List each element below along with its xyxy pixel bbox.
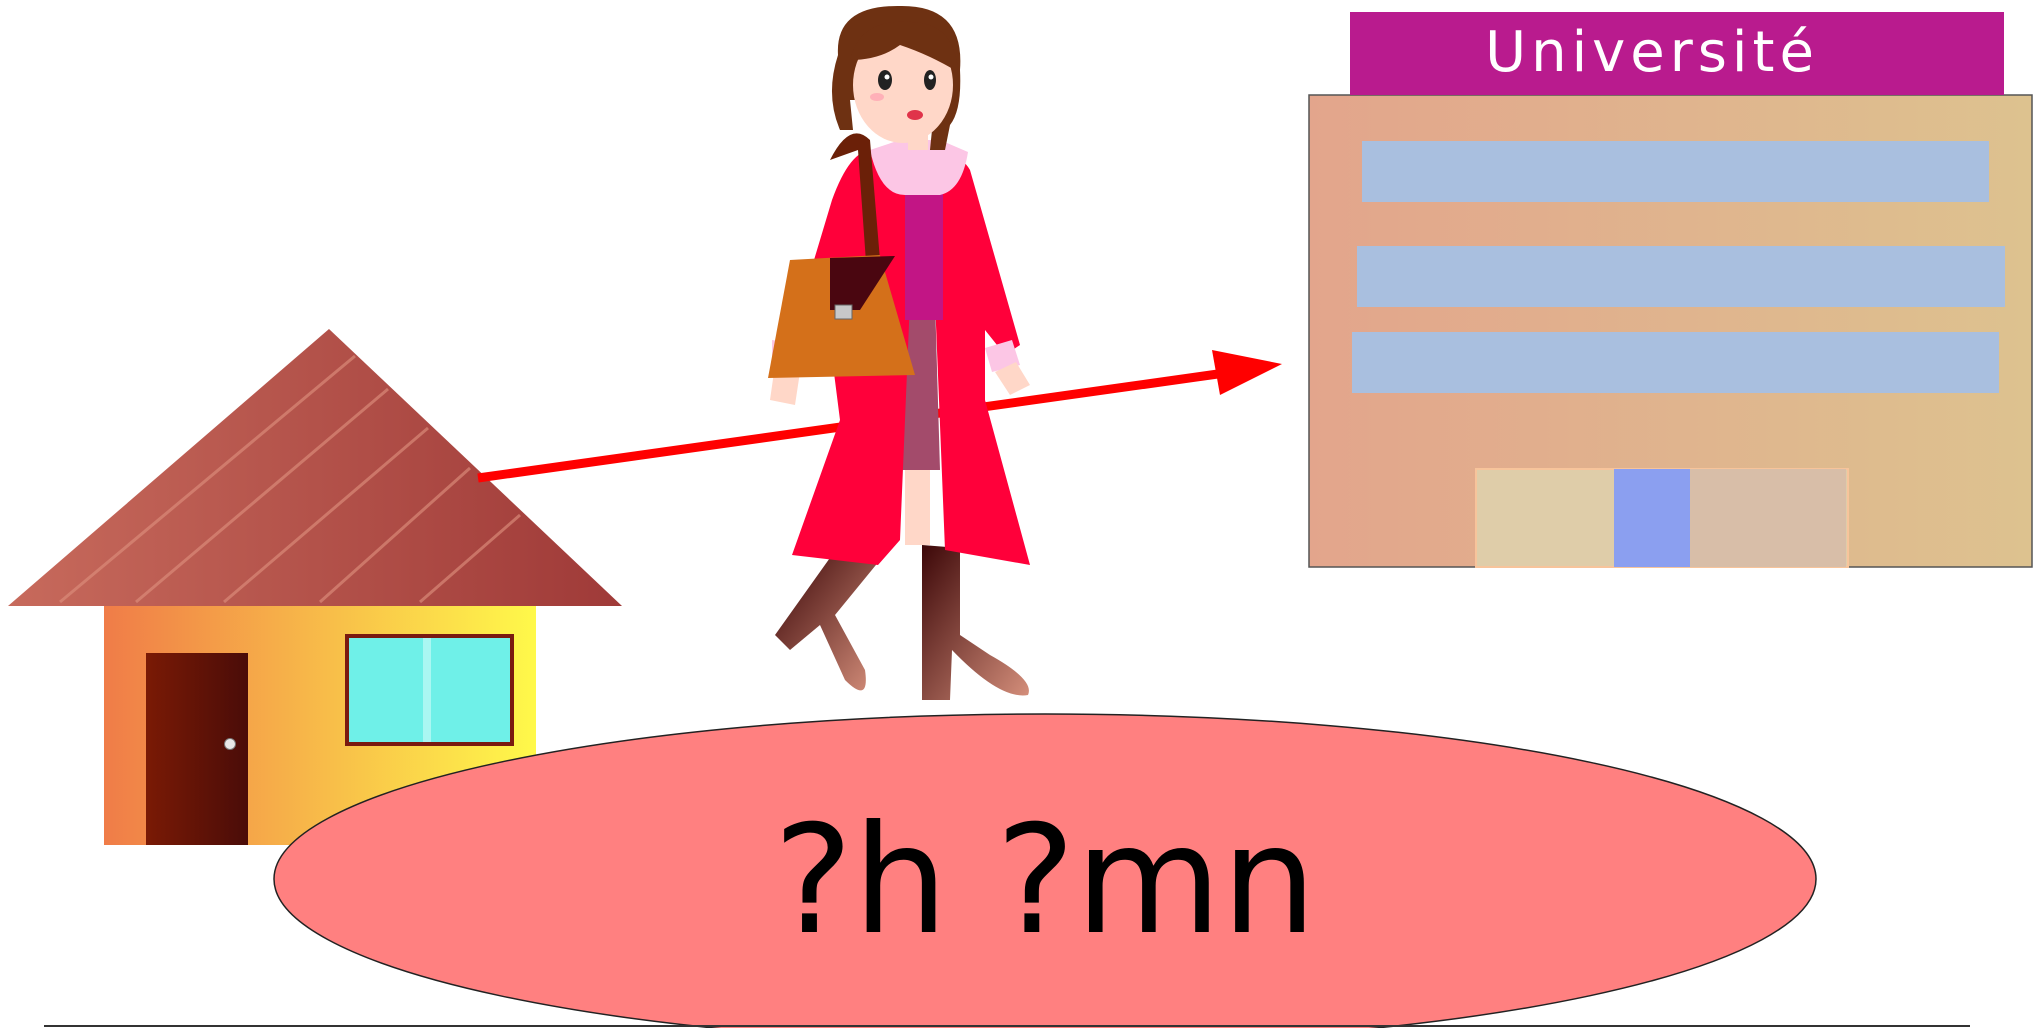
- university-sign-label: Université: [1485, 20, 1819, 85]
- left-eye: [878, 70, 892, 90]
- building-window-row-1: [1362, 141, 1989, 202]
- student-figure: [768, 6, 1030, 700]
- university-sign: Université: [1350, 12, 2004, 95]
- house-window: [347, 636, 512, 744]
- right-eye: [924, 70, 936, 90]
- arrow-head: [1212, 350, 1282, 395]
- right-boot: [922, 545, 1029, 700]
- building-entrance: [1476, 469, 1848, 567]
- travel-time-label: ?h ?mn: [773, 794, 1316, 968]
- student-mouth: [907, 110, 923, 120]
- university-building: Université: [1309, 12, 2032, 567]
- student-head: [832, 6, 960, 150]
- door-knob: [225, 739, 236, 750]
- building-window-row-2: [1357, 246, 2005, 307]
- building-window-row-3: [1352, 332, 1999, 393]
- time-bubble: ?h ?mn: [274, 714, 1816, 1028]
- left-boot: [775, 555, 880, 690]
